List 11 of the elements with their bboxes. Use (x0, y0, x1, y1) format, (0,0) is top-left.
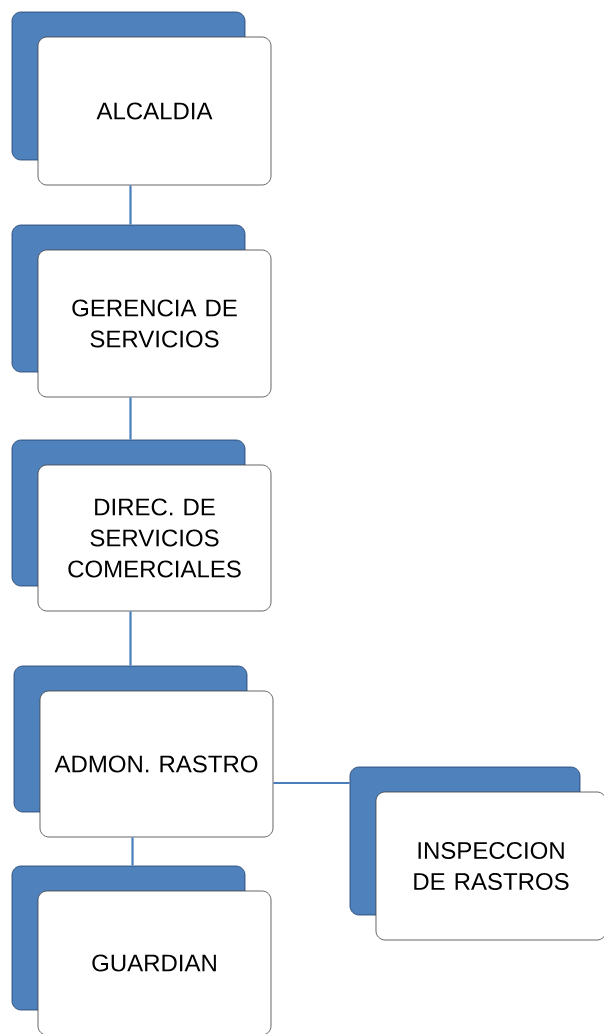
org-box: INSPECCION DE RASTROS (349, 766, 604, 941)
connector-line (129, 185, 132, 225)
org-box: GERENCIA DE SERVICIOS (11, 224, 272, 398)
org-box: DIREC. DE SERVICIOS COMERCIALES (11, 439, 272, 612)
connector-line (129, 397, 132, 440)
connector-line (129, 611, 132, 666)
org-box: ADMON. RASTRO (13, 665, 274, 838)
connector-line (273, 781, 350, 785)
org-box: GUARDIAN (11, 865, 272, 1034)
connector-line (131, 837, 134, 866)
org-box: ALCALDIA (11, 11, 272, 186)
